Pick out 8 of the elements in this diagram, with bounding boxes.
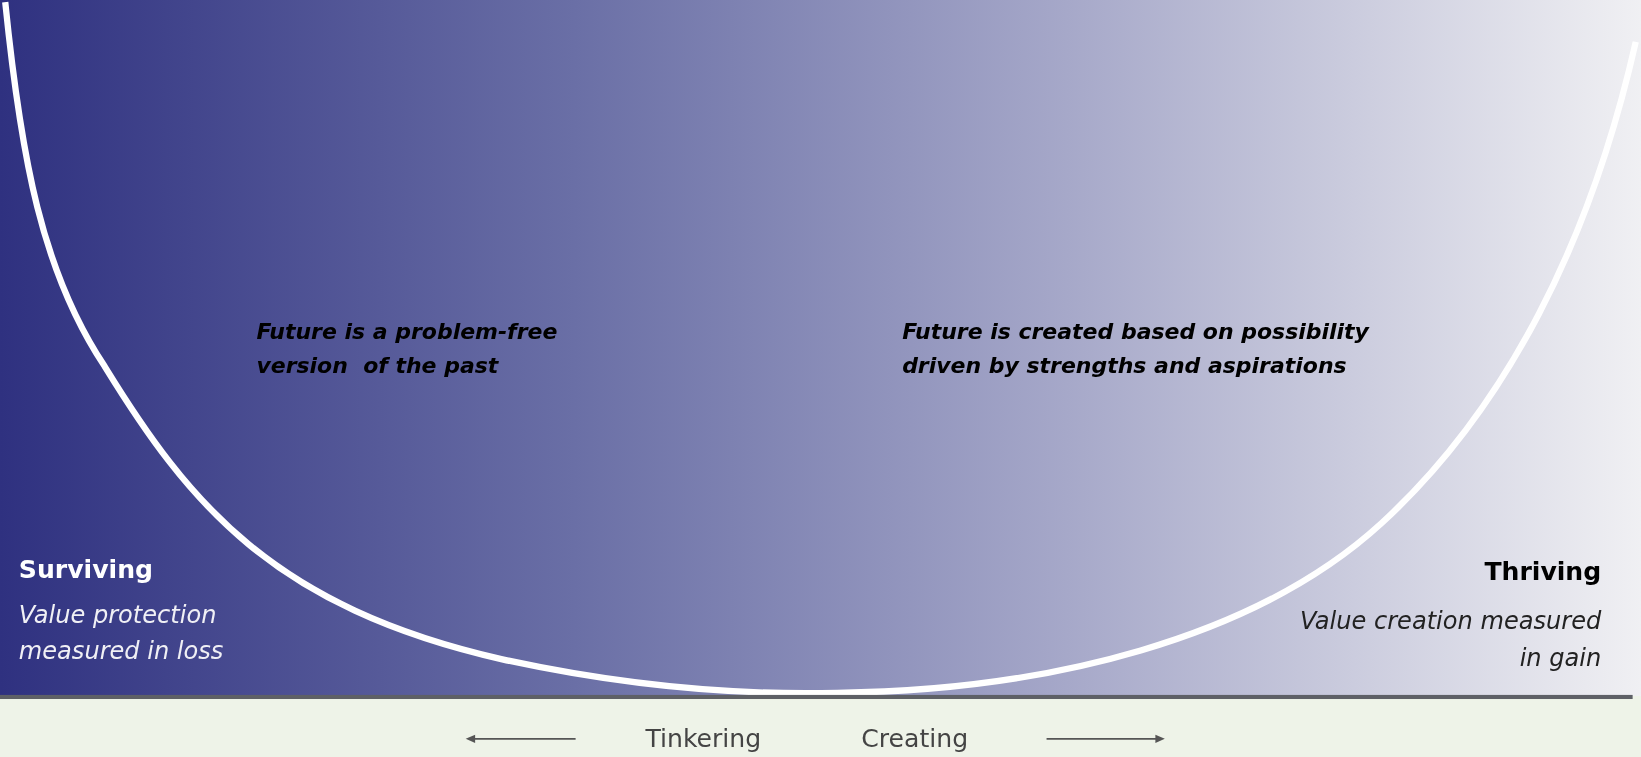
description-text: Value protection measured in loss: [18, 599, 225, 667]
description-text: Value creation measured in gain: [1298, 606, 1602, 673]
axis-label: Creating: [861, 723, 969, 756]
heading-text: Surviving: [18, 553, 154, 586]
annotation-text: Future is created based on possibility driven by strengths and aspirations: [902, 318, 1371, 380]
heading-text: Thriving: [1484, 555, 1602, 589]
annotation-text: Future is a problem-free version of the past: [256, 318, 559, 380]
axis-label: Tinkering: [645, 723, 762, 756]
